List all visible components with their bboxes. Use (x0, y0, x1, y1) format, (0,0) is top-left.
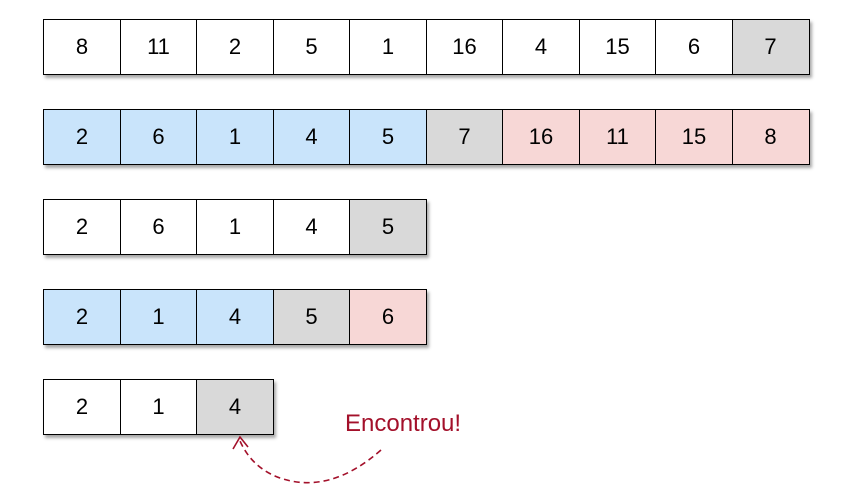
array-cell: 15 (578, 19, 657, 75)
array-cell: 4 (272, 109, 351, 165)
array-cell: 2 (196, 19, 274, 75)
array-cell: 2 (43, 199, 121, 255)
array-cell: 11 (119, 19, 198, 75)
array-row-left-subarray: 2 6 1 4 5 (43, 199, 427, 255)
array-cell: 2 (43, 109, 121, 165)
array-cell: 6 (349, 289, 427, 345)
array-cell: 1 (119, 289, 198, 345)
array-cell: 16 (502, 109, 580, 165)
array-cell: 5 (272, 19, 351, 75)
pivot-cell: 5 (272, 289, 351, 345)
array-cell: 6 (655, 19, 733, 75)
array-cell: 1 (196, 109, 274, 165)
array-cell: 6 (119, 199, 198, 255)
pivot-cell: 7 (425, 109, 504, 165)
array-cell: 8 (43, 19, 121, 75)
array-cell: 6 (119, 109, 198, 165)
array-cell: 2 (43, 379, 121, 435)
array-cell: 1 (119, 379, 198, 435)
found-annotation: Encontrou! (345, 410, 462, 437)
array-row-final: 2 1 4 (43, 379, 274, 435)
array-cell: 8 (731, 109, 810, 165)
array-row-left-partitioned: 2 1 4 5 6 (43, 289, 427, 345)
array-cell: 2 (43, 289, 121, 345)
array-cell: 16 (425, 19, 504, 75)
array-cell: 4 (502, 19, 580, 75)
pivot-cell: 7 (731, 19, 810, 75)
array-row-original: 8 11 2 5 1 16 4 15 6 7 (43, 19, 810, 75)
array-row-partitioned: 2 6 1 4 5 7 16 11 15 8 (43, 109, 810, 165)
array-cell: 1 (196, 199, 274, 255)
array-cell: 5 (349, 109, 427, 165)
array-cell: 15 (655, 109, 733, 165)
array-cell: 4 (196, 289, 274, 345)
found-cell: 4 (196, 379, 274, 435)
array-cell: 11 (578, 109, 657, 165)
array-cell: 4 (272, 199, 351, 255)
array-cell: 1 (349, 19, 427, 75)
pivot-cell: 5 (349, 199, 427, 255)
